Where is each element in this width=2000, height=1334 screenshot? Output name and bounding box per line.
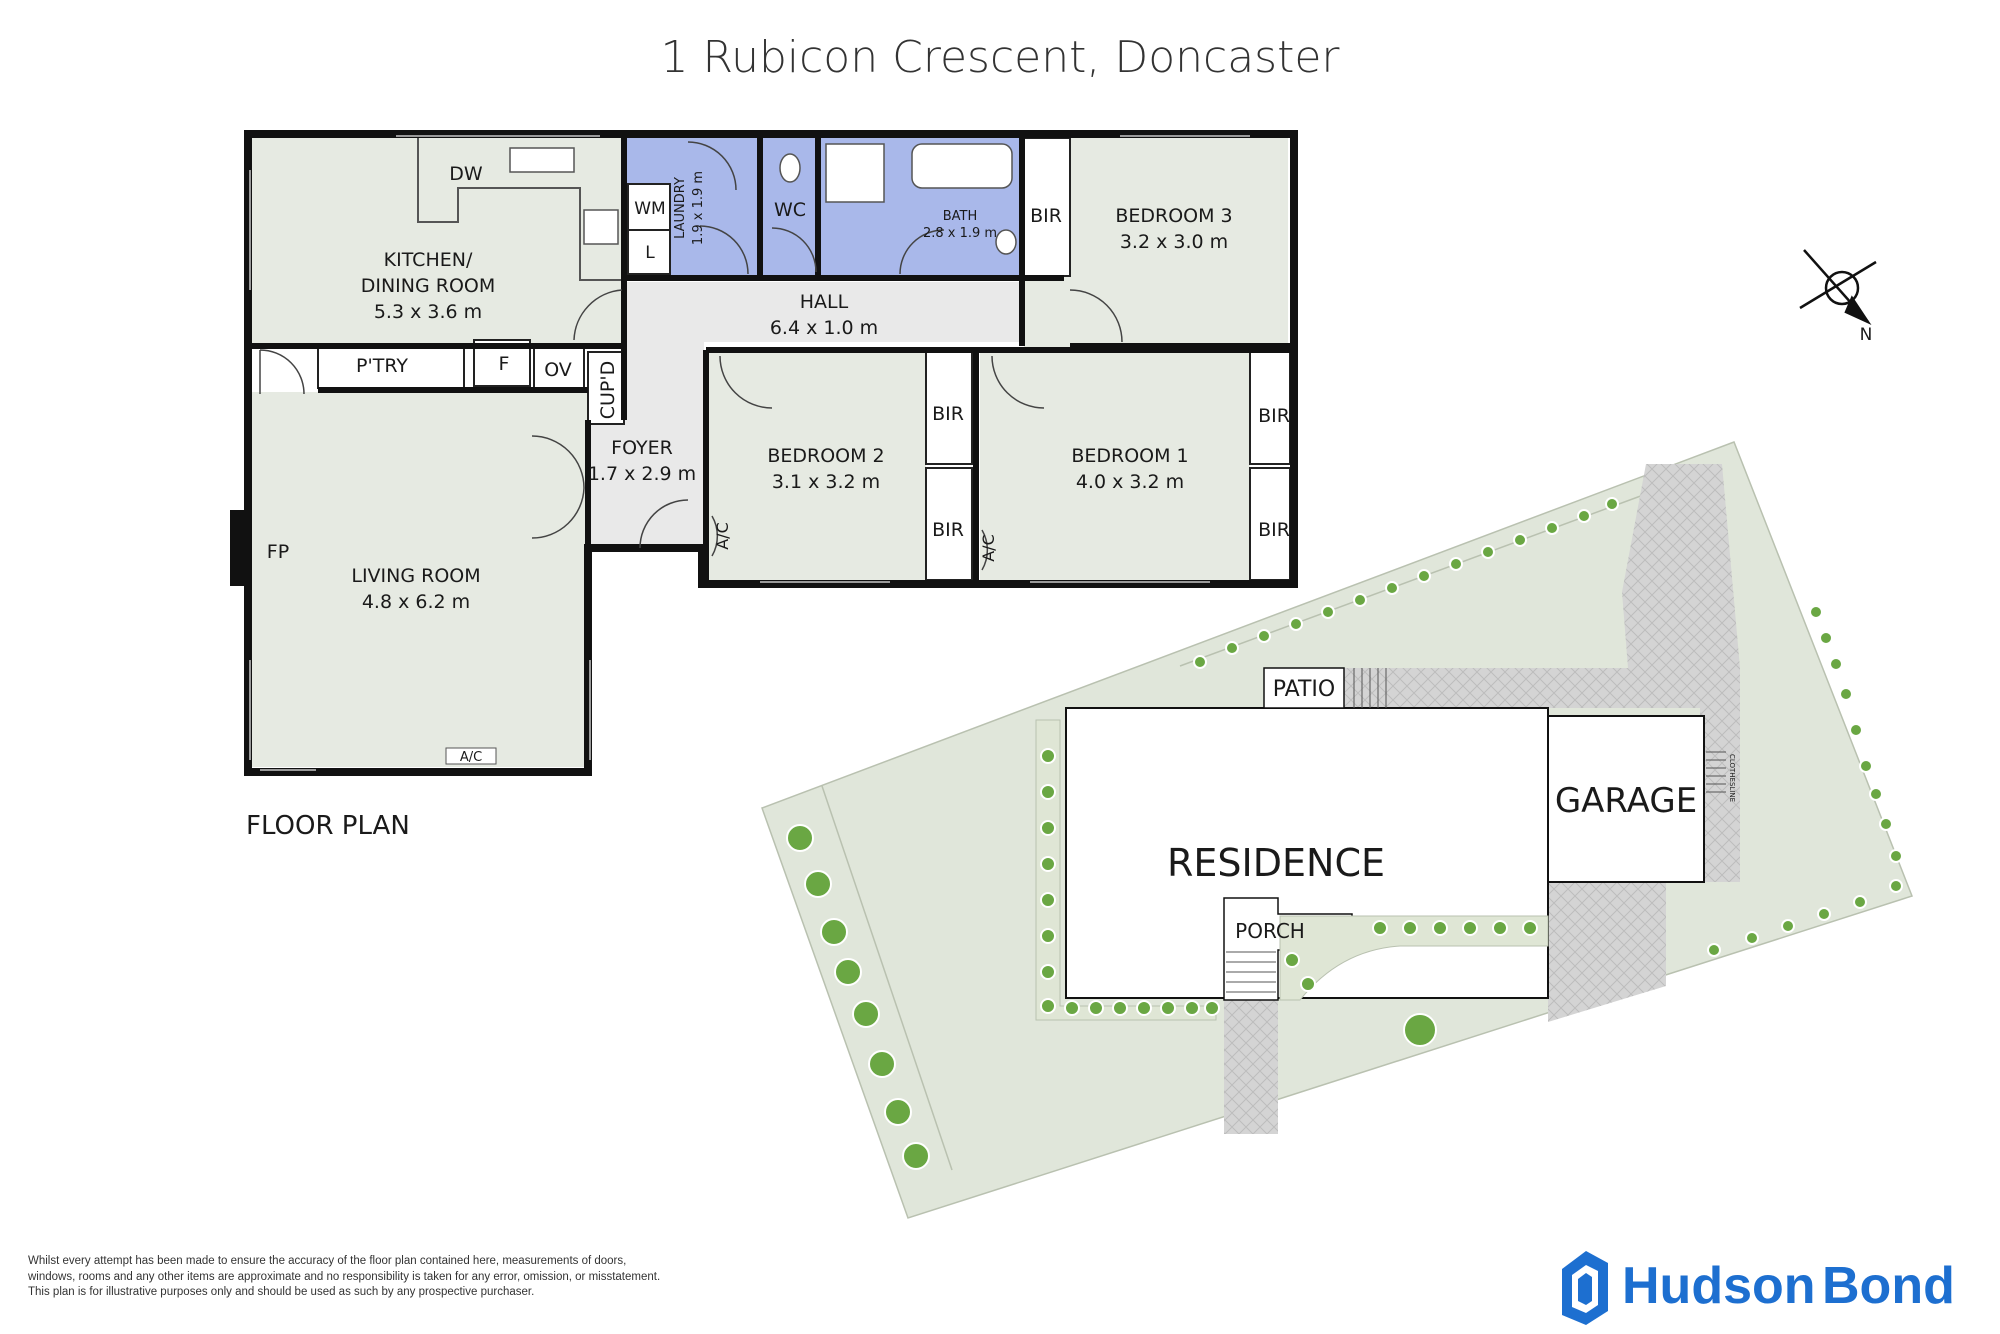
- kitchen-bench: [417, 138, 624, 281]
- driveway: [1622, 464, 1740, 668]
- kitchen-floor: [252, 138, 624, 348]
- living-size: 4.8 x 6.2 m: [362, 591, 470, 613]
- disclaimer-line: This plan is for illustrative purposes o…: [28, 1286, 535, 1298]
- fixture-f: F: [499, 353, 510, 375]
- brand-name-2: Bond: [1822, 1257, 1955, 1315]
- fixture-ptry: P'TRY: [356, 355, 408, 377]
- laundry-size: 1.9 x 1.9 m: [691, 171, 706, 245]
- bir-label-bed2-bot: BIR: [932, 519, 964, 541]
- sink-icon: [509, 147, 575, 173]
- site-boundary-inner: [821, 785, 953, 1171]
- garage-label: GARAGE: [1555, 781, 1697, 821]
- cooktop-icon: [583, 209, 619, 245]
- compass-north: N: [1860, 325, 1873, 345]
- bedroom2-label: BEDROOM 2: [767, 445, 884, 467]
- patio-box: [1263, 667, 1345, 709]
- patio-label: PATIO: [1273, 677, 1335, 702]
- clothesline-label: CLOTHESLINE: [1728, 754, 1736, 802]
- bedroom1-size: 4.0 x 3.2 m: [1076, 471, 1184, 493]
- foyer-label: FOYER: [611, 437, 673, 459]
- floor-plan-label: FLOOR PLAN: [246, 811, 410, 841]
- house-floorplan: [230, 130, 1298, 776]
- hudson-bond-logo: Hudson Bond: [1562, 1251, 1955, 1325]
- page-title: 1 Rubicon Crescent, Doncaster: [660, 32, 1340, 83]
- ac-box-living: [445, 747, 497, 765]
- living-label: LIVING ROOM: [351, 565, 480, 587]
- cupd-box: [587, 351, 625, 425]
- bir-label-bed1-top: BIR: [1258, 405, 1290, 427]
- fixture-wm: WM: [634, 199, 665, 219]
- ac-label-bed1: A/C: [979, 534, 998, 562]
- living-floor: [252, 392, 588, 767]
- patio-steps: [1353, 668, 1387, 708]
- fixture-ov: OV: [544, 359, 572, 381]
- bathtub-icon: [911, 143, 1013, 189]
- basin-icon: [995, 229, 1017, 255]
- bir-bed2-top: [925, 351, 973, 465]
- brand-name-1: Hudson: [1622, 1257, 1816, 1315]
- front-path: [1224, 1000, 1278, 1134]
- windows: [249, 135, 1250, 771]
- door-swings: [259, 141, 1123, 571]
- ac-label-living: A/C: [460, 750, 482, 765]
- disclaimer-line: windows, rooms and any other items are a…: [28, 1270, 661, 1283]
- fireplace-icon: [230, 510, 252, 586]
- foyer-size: 1.7 x 2.9 m: [588, 463, 696, 485]
- porch-label: PORCH: [1235, 919, 1305, 943]
- kitchen-label-1: KITCHEN/: [384, 249, 473, 271]
- bedroom3-label: BEDROOM 3: [1115, 205, 1232, 227]
- kitchen-label-2: DINING ROOM: [361, 275, 496, 297]
- shower-icon: [825, 143, 885, 203]
- bedroom3-size: 3.2 x 3.0 m: [1120, 231, 1228, 253]
- laundry-label: LAUNDRY: [673, 177, 688, 239]
- driveway-side: [1548, 880, 1666, 980]
- hall-floor: [624, 282, 1064, 342]
- bedroom1-floor: [980, 352, 1250, 580]
- garage-block: [1547, 715, 1705, 883]
- compass-icon: [1799, 249, 1877, 325]
- shrubs: [1040, 497, 1903, 1016]
- side-path: [1700, 668, 1740, 882]
- wc-label: WC: [774, 199, 806, 221]
- bedroom1-label: BEDROOM 1: [1071, 445, 1188, 467]
- house-logo-icon: [1562, 1251, 1608, 1325]
- garden-bed-front: [1279, 915, 1549, 1001]
- fixture-cupd: CUP'D: [597, 361, 619, 419]
- bir-label-bed1-bot: BIR: [1258, 519, 1290, 541]
- hall-floor-2: [624, 342, 704, 422]
- kitchen-size: 5.3 x 3.6 m: [374, 301, 482, 323]
- disclaimer-text: Whilst every attempt has been made to en…: [28, 1254, 788, 1301]
- interior-walls: [252, 134, 1294, 584]
- residence-label: RESIDENCE: [1167, 841, 1385, 885]
- site-plan: [761, 441, 1913, 1219]
- bir-label-bed2-top: BIR: [932, 403, 964, 425]
- fixture-fp: FP: [267, 541, 289, 563]
- porch-steps: [1226, 951, 1276, 993]
- house-walls: [244, 130, 1298, 776]
- bedroom2-floor: [706, 352, 926, 580]
- fixture-l: L: [645, 243, 655, 263]
- bath-size: 2.8 x 1.9 m: [923, 226, 997, 241]
- fixture-dw: DW: [449, 163, 483, 185]
- bir-label-bed3: BIR: [1030, 205, 1062, 227]
- disclaimer-line: Whilst every attempt has been made to en…: [28, 1255, 627, 1267]
- hall-size: 6.4 x 1.0 m: [770, 317, 878, 339]
- l-box: [627, 229, 671, 275]
- hall-label: HALL: [800, 291, 849, 313]
- bath-label: BATH: [943, 209, 978, 224]
- wm-box: [627, 183, 671, 231]
- bir-bed3: [1023, 137, 1071, 277]
- toilet-icon: [779, 153, 801, 183]
- clothesline-steps: [1706, 751, 1726, 793]
- bedroom2-size: 3.1 x 3.2 m: [772, 471, 880, 493]
- ac-label-bed2: A/C: [713, 522, 732, 550]
- trees: [786, 824, 1437, 1170]
- foyer-floor: [588, 420, 708, 548]
